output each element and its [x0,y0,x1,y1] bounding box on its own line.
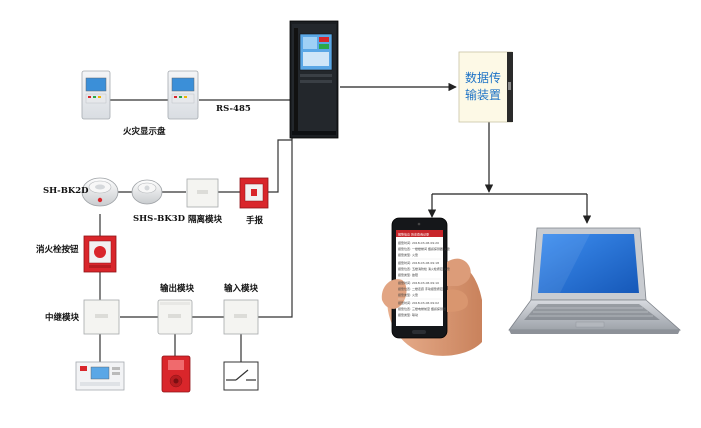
label-rs485: RS-485 [216,104,251,114]
relay-module [83,299,120,335]
phone-screen-row: 报警位置: 一楼楼梯间 烟感探测器 火警 [398,246,450,251]
input-module [223,299,259,335]
phone-screen-row: 报警类型: 火警 [398,292,418,297]
sounder-strobe [161,355,191,393]
fire-display-panel-1 [81,70,111,120]
phone-screen-row: 报警位置: 二楼走廊 手动报警按钮 [398,286,443,291]
hydrant-button [83,235,117,273]
label-relay-module: 中继模块 [45,312,80,323]
label-hydrant-button: 消火栓按钮 [36,244,79,255]
output-module [157,299,193,335]
switch-symbol [223,361,259,391]
dtu-label-line1: 数据传 [465,70,501,85]
phone-screen-row: 报警类型: 故障 [398,272,418,277]
phone-screen-row: 报警类型: 联动 [398,312,418,317]
label-sh-bk2d: SH-BK2D [43,186,89,196]
phone-screen-row: 报警位置: 三楼电梯前室 烟感探测器 [398,306,446,311]
wire-manual-cabinet [268,139,292,193]
phone-screen-list: 报警时间: 2018-03-06 09:20 报警位置: 一楼楼梯间 烟感探测器… [398,240,450,317]
manual-call-point [239,177,269,209]
laptop [508,227,682,334]
fire-display-unit [75,361,125,391]
label-shs-bk3d: SHS-BK3D [133,214,186,224]
label-manual-alarm: 手报 [246,215,264,226]
fire-display-panel-2 [167,70,199,120]
phone-screen-row: 报警时间: 2018-03-06 09:10 [398,280,439,285]
phone-screen-header: 报警信息 历史查询记录 [398,232,429,237]
phone-screen-row: 报警类型: 火警 [398,252,418,257]
phone-screen-row: 报警位置: 五楼消防栓 消火栓按钮 火警 [398,266,450,271]
label-fire-display: 火灾显示盘 [123,126,166,137]
smoke-detector-sh-bk2d [81,177,119,207]
signal-arrows [340,82,592,224]
phone-screen-row: 报警时间: 2018-03-06 09:20 [398,240,439,245]
label-output-module: 输出模块 [160,283,195,294]
wire-input-cabinet [258,135,296,318]
label-input-module: 输入模块 [224,283,259,294]
smoke-detector-shs-bk3d [131,179,163,205]
phone-screen-row: 报警时间: 2018-03-06 09:02 [398,300,439,305]
fire-alarm-control-cabinet [289,20,339,139]
phone-screen-row: 报警时间: 2018-03-06 09:18 [398,260,439,265]
isolation-module [186,178,219,208]
label-isolation-module: 隔离模块 [188,214,223,225]
hand-holding-phone [381,217,482,356]
dtu-label-line2: 输装置 [465,87,501,102]
data-transfer-unit [458,51,513,123]
